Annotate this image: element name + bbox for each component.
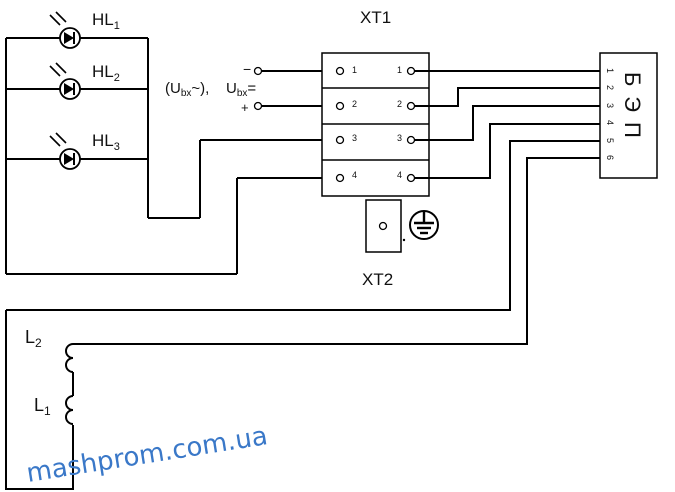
xt1-right-pin: 3 xyxy=(397,133,402,143)
bep-pin: 4 xyxy=(605,120,615,125)
input-minus-terminal xyxy=(253,66,263,76)
xt1-left-terminal xyxy=(335,66,345,76)
bep-block: 1 2 3 4 5 6 БЭП xyxy=(599,52,658,179)
input-labels: (Ubx~), Ubx= − + xyxy=(165,61,340,115)
lamp-ladder xyxy=(5,37,340,275)
ac-subscript: bx xyxy=(181,88,192,99)
xt1-right-terminal xyxy=(406,66,416,76)
lamp-hl2: HL2 xyxy=(49,62,120,100)
bep-title: БЭП xyxy=(620,72,645,148)
xt1-to-bep-wiring xyxy=(5,70,600,490)
bep-pin: 5 xyxy=(605,138,615,143)
svg-text:Ubx=: Ubx= xyxy=(226,80,256,99)
xt1-right-pin: 1 xyxy=(397,65,402,75)
lamp-subscript: 2 xyxy=(114,72,120,84)
lamp-label: HL xyxy=(92,10,114,29)
ac-tail: ~), xyxy=(191,80,209,97)
xt1-left-pin: 4 xyxy=(352,170,357,180)
xt1-right-terminal xyxy=(406,173,416,183)
xt1-left-terminal xyxy=(335,101,345,111)
svg-text:HL2: HL2 xyxy=(92,62,120,84)
xt1-left-pin: 1 xyxy=(352,65,357,75)
svg-text:L2: L2 xyxy=(25,327,42,350)
dc-subscript: bx xyxy=(237,88,248,99)
xt1-left-pin: 2 xyxy=(352,99,357,109)
coil-l1: L1 xyxy=(34,395,74,425)
lamp-label: HL xyxy=(92,131,114,150)
plus-sign: + xyxy=(241,100,249,115)
ac-label: (U xyxy=(165,80,181,97)
bep-pin: 1 xyxy=(605,68,615,73)
xt1-left-terminal xyxy=(335,135,345,145)
lamp-subscript: 1 xyxy=(114,20,120,32)
svg-text:(Ubx~),: (Ubx~), xyxy=(165,80,209,99)
xt1-right-terminal xyxy=(406,135,416,145)
xt1-left-pin: 3 xyxy=(352,133,357,143)
svg-text:L1: L1 xyxy=(34,395,51,418)
dc-label: U xyxy=(226,80,237,97)
bep-pin: 3 xyxy=(605,103,615,108)
coil-subscript: 1 xyxy=(44,404,51,418)
xt2-terminal xyxy=(378,221,388,231)
xt2-title: XT2 xyxy=(362,270,393,289)
lamp-label: HL xyxy=(92,62,114,81)
coil-label: L xyxy=(25,327,35,347)
xt2-block: XT2 xyxy=(362,199,406,289)
xt1-right-pin: 4 xyxy=(397,170,402,180)
xt1-right-pin: 2 xyxy=(397,99,402,109)
svg-text:HL3: HL3 xyxy=(92,131,120,153)
xt1-title: XT1 xyxy=(360,8,391,27)
bep-pin: 2 xyxy=(605,85,615,90)
xt1-left-terminal xyxy=(335,173,345,183)
coil-label: L xyxy=(34,395,44,415)
xt1-right-terminal xyxy=(406,101,416,111)
xt1-block: XT1 1 2 3 4 1 2 3 4 xyxy=(321,8,430,197)
dc-tail: = xyxy=(247,80,256,97)
coil-subscript: 2 xyxy=(35,336,42,350)
coil-l2: L2 xyxy=(25,327,74,373)
bep-pin: 6 xyxy=(605,155,615,160)
ground-icon xyxy=(409,210,439,240)
lamp-hl3: HL3 xyxy=(49,131,120,170)
input-plus-terminal xyxy=(253,101,263,111)
minus-sign: − xyxy=(243,61,251,77)
lamp-subscript: 3 xyxy=(114,141,120,153)
lamp-hl1: HL1 xyxy=(49,10,120,49)
svg-text:HL1: HL1 xyxy=(92,10,120,32)
watermark-text: mashprom.com.ua xyxy=(24,421,269,489)
